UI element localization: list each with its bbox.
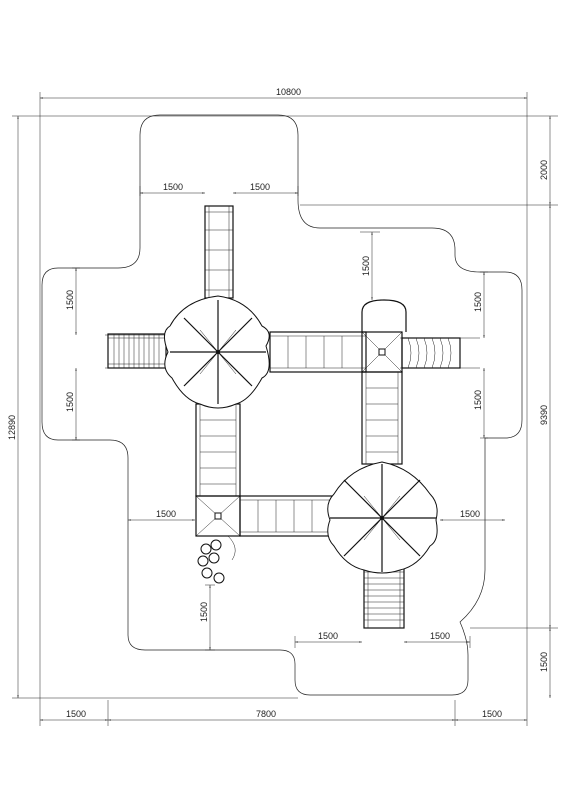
dim-bottom-inner-right: 1500 bbox=[430, 631, 450, 641]
top-ladder bbox=[204, 205, 234, 299]
dim-top-right: 2000 bbox=[539, 160, 549, 180]
roof-bottom-right bbox=[327, 461, 438, 574]
right-slide bbox=[401, 337, 461, 369]
dim-bottom-inner-left: 1500 bbox=[318, 631, 338, 641]
safety-zone-outline bbox=[41, 114, 523, 696]
dim-bottom-left-margin: 1500 bbox=[66, 709, 86, 719]
dim-left-lower: 1500 bbox=[65, 392, 75, 412]
dim-bottom-center: 7800 bbox=[256, 709, 276, 719]
dim-inner-top: 1500 bbox=[361, 256, 371, 276]
dim-left-mid: 1500 bbox=[156, 509, 176, 519]
climbing-rings bbox=[197, 539, 225, 584]
dim-lower-left-vertical: 1500 bbox=[199, 602, 209, 622]
roof-top-left bbox=[164, 295, 270, 409]
dim-right-upper: 1500 bbox=[473, 292, 483, 312]
dim-bottom-right: 1500 bbox=[539, 652, 549, 672]
bottom-bridge bbox=[239, 495, 333, 537]
dim-bottom-right-margin: 1500 bbox=[482, 709, 502, 719]
right-vertical-bridge bbox=[361, 371, 403, 465]
left-stairs bbox=[107, 333, 167, 369]
dim-right-height: 9390 bbox=[539, 405, 549, 425]
dim-right-mid: 1500 bbox=[460, 509, 480, 519]
dimension-lines bbox=[17, 97, 551, 721]
left-vertical-bridge bbox=[195, 403, 241, 497]
dim-top-right-clear: 1500 bbox=[250, 182, 270, 192]
right-platform bbox=[361, 299, 407, 373]
dim-top-left-clear: 1500 bbox=[163, 182, 183, 192]
dim-overall-width: 10800 bbox=[276, 87, 301, 97]
bottom-stairs bbox=[363, 565, 405, 629]
top-bridge bbox=[269, 331, 367, 373]
equipment bbox=[107, 205, 461, 629]
dim-overall-height: 12890 bbox=[7, 415, 17, 440]
dim-right-lower: 1500 bbox=[473, 390, 483, 410]
dim-left-upper: 1500 bbox=[65, 290, 75, 310]
